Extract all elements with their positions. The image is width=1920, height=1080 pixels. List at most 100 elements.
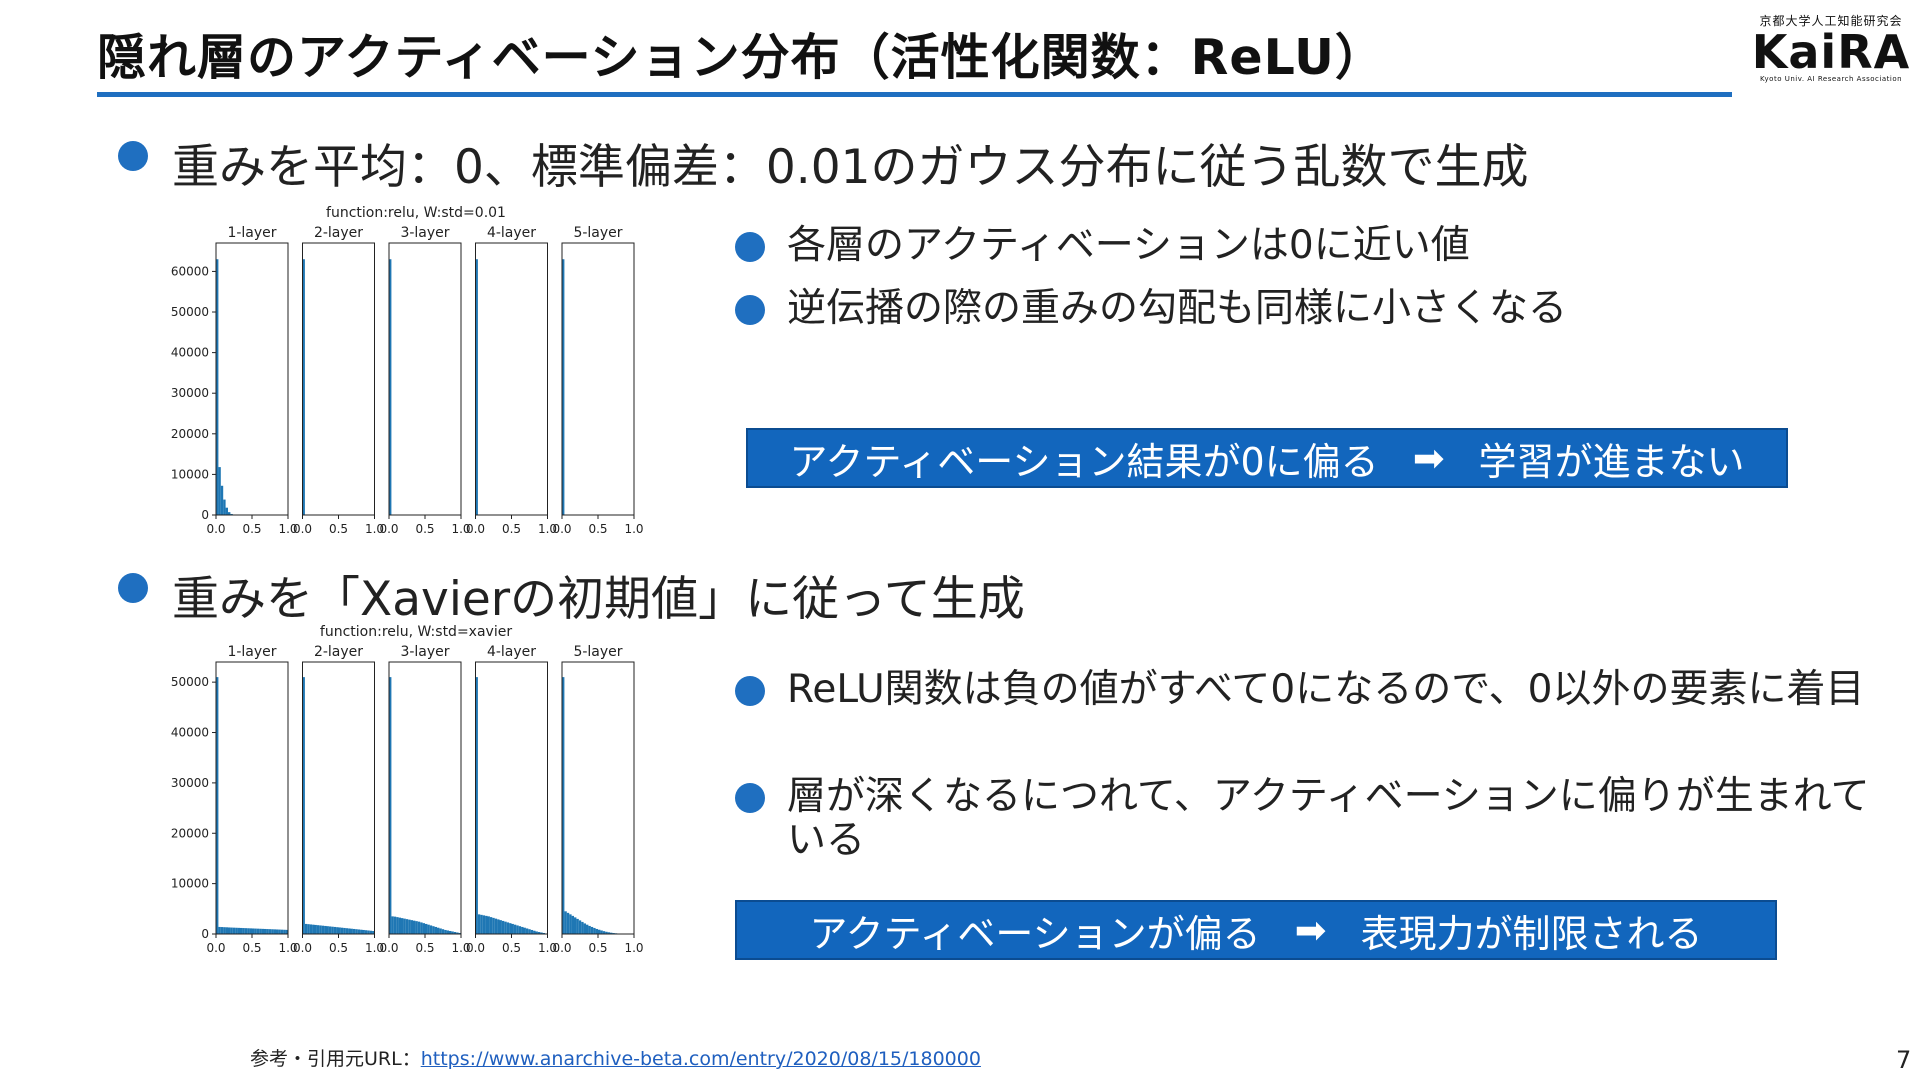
- histogram-bar: [268, 929, 272, 934]
- histogram-bar: [338, 927, 341, 934]
- section2-heading: 重みを「Xavierの初期値」に従って生成: [118, 560, 1025, 629]
- y-tick-label: 20000: [171, 427, 209, 441]
- reference: 参考・引用元URL：https://www.anarchive-beta.com…: [250, 1044, 981, 1071]
- x-tick-label: 0.5: [588, 522, 607, 536]
- histogram-bar: [581, 921, 584, 934]
- subplot-frame: [475, 242, 548, 516]
- chart-title: function:relu, W:std=xavier: [320, 624, 512, 640]
- histogram-bar: [499, 920, 502, 934]
- histogram-bar: [240, 927, 243, 934]
- histogram-bar: [610, 932, 613, 934]
- histogram-bar: [336, 927, 339, 934]
- section2-bullet-2-text: 層が深くなるにつれて、アクティベーションに偏りが生まれている: [787, 774, 1870, 863]
- x-tick-label: 0.0: [552, 522, 571, 536]
- subplot-frame: [475, 661, 548, 935]
- histogram-bar: [434, 926, 437, 934]
- section1-bullet-1-text: 各層のアクティベーションは0に近い値: [787, 223, 1470, 268]
- histogram-bar: [259, 928, 262, 934]
- right-arrow-icon: ➡: [1294, 908, 1327, 952]
- histogram-bar: [566, 912, 570, 934]
- subplot-frame: [215, 661, 289, 935]
- histogram-bar: [230, 927, 233, 934]
- x-tick-label: 1.0: [278, 522, 297, 536]
- reference-link[interactable]: https://www.anarchive-beta.com/entry/202…: [420, 1048, 981, 1070]
- histogram-bar: [605, 931, 608, 934]
- histogram-bar: [316, 925, 320, 934]
- histogram-bar: [535, 931, 538, 934]
- histogram-bar: [511, 923, 514, 934]
- histogram-bar: [304, 923, 308, 934]
- x-tick-label: 1.0: [624, 941, 643, 955]
- histogram-bar: [607, 932, 610, 934]
- x-tick-label: 0.5: [415, 522, 434, 536]
- histogram-bar: [420, 922, 423, 934]
- histogram-bar: [225, 507, 228, 515]
- histogram-bar: [600, 930, 603, 934]
- histogram-bar: [398, 917, 401, 934]
- histogram-bar: [314, 924, 317, 934]
- histogram-bar: [403, 918, 406, 934]
- histogram-bar: [497, 919, 500, 934]
- bullet-dot-icon: [118, 141, 148, 171]
- histogram-bar: [309, 924, 313, 934]
- histogram-bar: [271, 929, 274, 934]
- section1-callout: アクティベーション結果が0に偏る ➡ 学習が進まない: [746, 428, 1788, 488]
- subplot-frame: [561, 242, 635, 516]
- histogram-bar: [228, 512, 231, 515]
- histogram-bar: [444, 929, 447, 934]
- histogram-bar: [408, 919, 411, 934]
- y-tick-label: 0: [201, 927, 209, 941]
- x-tick-label: 0.5: [588, 941, 607, 955]
- y-tick-label: 60000: [171, 264, 209, 278]
- histogram-bar: [528, 929, 531, 934]
- histogram-bar: [501, 920, 505, 934]
- section2-heading-text: 重みを「Xavierの初期値」に従って生成: [172, 572, 1025, 627]
- subplot-frame: [388, 661, 462, 935]
- histogram-bar: [540, 932, 543, 934]
- histogram-bar: [439, 928, 442, 934]
- histogram-bar: [513, 924, 517, 934]
- histogram-bar: [276, 929, 279, 934]
- y-tick-label: 20000: [171, 826, 209, 840]
- histogram-bar: [578, 920, 582, 934]
- section1-heading-text: 重みを平均：0、標準偏差：0.01のガウス分布に従う乱数で生成: [172, 140, 1529, 195]
- histogram-bar: [489, 917, 493, 934]
- histogram-bar: [307, 924, 310, 934]
- histogram-bar: [485, 915, 488, 934]
- histogram-bar: [372, 930, 375, 934]
- x-tick-label: 0.5: [329, 941, 348, 955]
- section2-callout: アクティベーションが偏る ➡ 表現力が制限される: [735, 900, 1777, 960]
- x-tick-label: 1.0: [451, 941, 470, 955]
- x-tick-label: 0.5: [329, 522, 348, 536]
- callout-left-text: アクティベーションが偏る: [809, 911, 1261, 956]
- subplot-title: 3-layer: [400, 644, 449, 660]
- histogram-bar: [357, 929, 361, 934]
- right-arrow-icon: ➡: [1412, 436, 1445, 480]
- histogram-bar: [446, 930, 449, 934]
- subplot-title: 2-layer: [314, 644, 363, 660]
- histogram-bar: [254, 928, 257, 934]
- histogram-bar: [518, 926, 522, 934]
- histogram-bar: [425, 923, 428, 934]
- slide-title: 隠れ層のアクティベーション分布（活性化関数：ReLU）: [97, 29, 1385, 86]
- section2-bullet-1: ReLU関数は負の値がすべて0になるので、0以外の要素に着目: [735, 668, 1877, 712]
- histogram-bar: [389, 677, 392, 934]
- histogram-bar: [273, 929, 276, 934]
- histogram-bar: [264, 928, 267, 934]
- histogram-bar: [449, 930, 452, 934]
- x-tick-label: 0.5: [502, 522, 521, 536]
- subplot-title: 1-layer: [227, 644, 276, 660]
- histogram-bar: [278, 929, 281, 934]
- histogram-bar: [453, 931, 457, 934]
- x-tick-label: 0.5: [242, 941, 261, 955]
- histogram-bar: [220, 485, 224, 515]
- histogram-bar: [369, 930, 373, 934]
- histogram-bar: [391, 916, 394, 934]
- histogram-bar: [331, 926, 334, 934]
- histogram-bar: [451, 931, 454, 934]
- histogram-bar: [393, 916, 397, 934]
- histogram-bar: [228, 927, 231, 934]
- histogram-bar: [569, 914, 572, 934]
- histogram-bar: [242, 928, 245, 934]
- histogram-bar: [588, 925, 591, 934]
